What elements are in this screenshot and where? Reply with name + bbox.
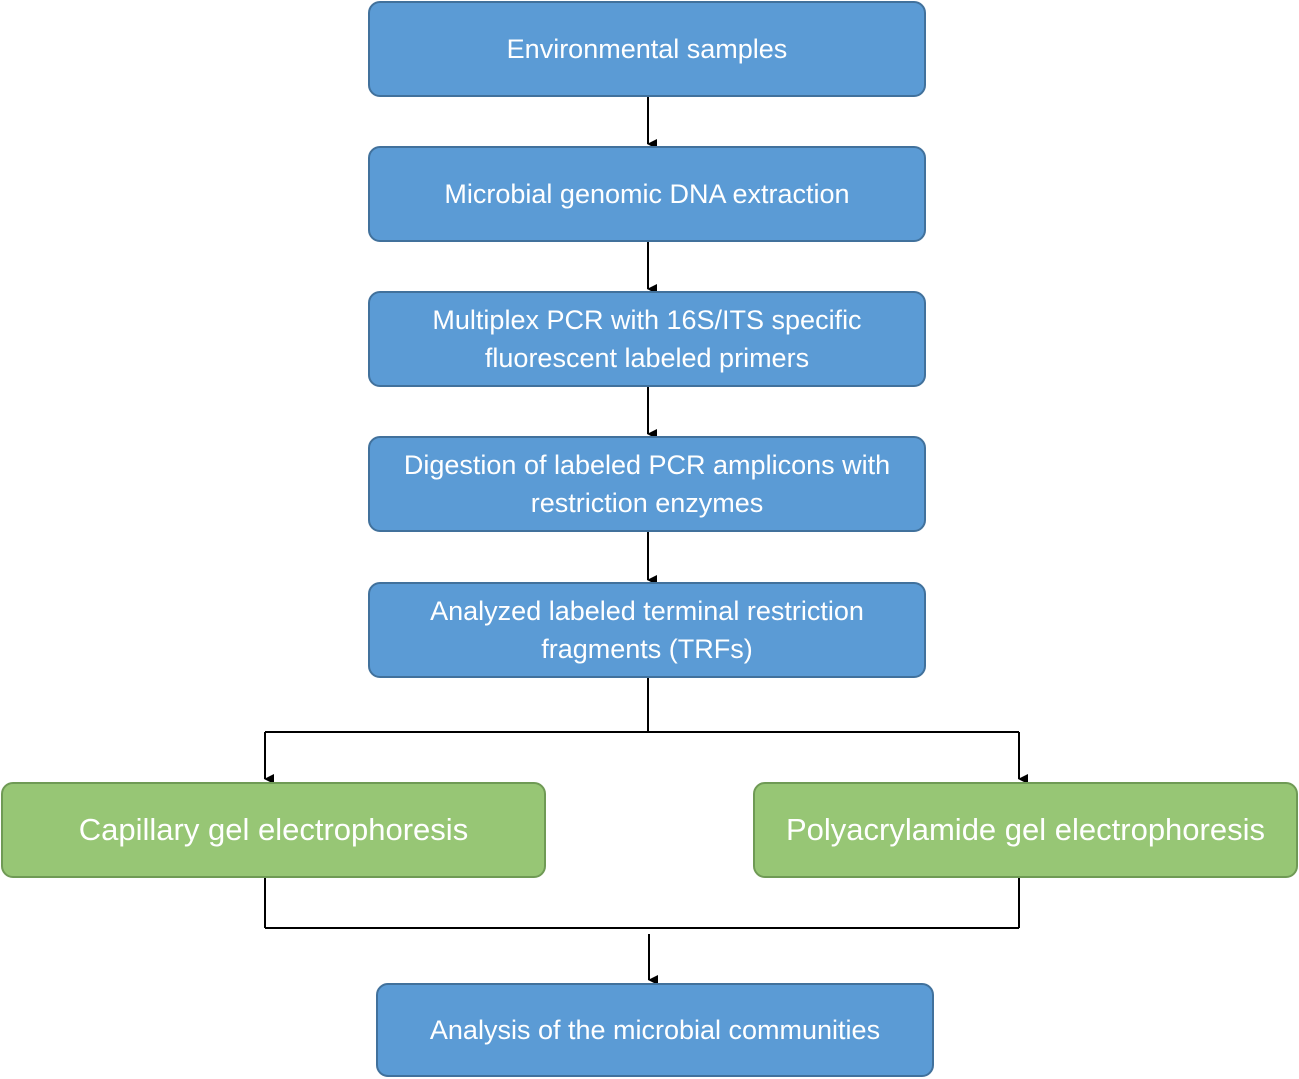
method-capillary-gel: Capillary gel electrophoresis — [1, 782, 546, 878]
step-analyzed-trfs: Analyzed labeled terminal restriction fr… — [368, 582, 926, 678]
step-multiplex-pcr: Multiplex PCR with 16S/ITS specific fluo… — [368, 291, 926, 387]
step-dna-extraction: Microbial genomic DNA extraction — [368, 146, 926, 242]
step-label: Multiplex PCR with 16S/ITS specific fluo… — [432, 305, 862, 373]
step-analysis-communities: Analysis of the microbial communities — [376, 983, 934, 1077]
method-label: Polyacrylamide gel electrophoresis — [785, 812, 1265, 847]
step-label: Digestion of labeled PCR amplicons with … — [403, 450, 891, 518]
step-label: Environmental samples — [506, 34, 788, 64]
method-label: Capillary gel electrophoresis — [78, 812, 469, 847]
step-label: Analysis of the microbial communities — [429, 1015, 881, 1045]
method-polyacrylamide-gel: Polyacrylamide gel electrophoresis — [753, 782, 1298, 878]
step-label: Analyzed labeled terminal restriction fr… — [430, 596, 864, 664]
step-environmental-samples: Environmental samples — [368, 1, 926, 97]
step-digestion: Digestion of labeled PCR amplicons with … — [368, 436, 926, 532]
step-label: Microbial genomic DNA extraction — [444, 179, 850, 209]
